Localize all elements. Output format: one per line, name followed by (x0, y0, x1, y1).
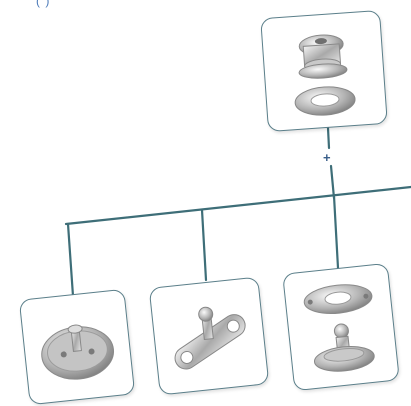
socket-and-screw-stud-icon (283, 264, 399, 390)
oblong-plate-stud-icon (150, 278, 268, 395)
bottom-part-card-1 (19, 289, 135, 405)
bottom-part-card-2 (149, 277, 270, 396)
round-base-stud-icon (20, 290, 134, 404)
top-stem-line (328, 128, 329, 148)
drop-line-right (334, 196, 338, 268)
drop-line-middle (202, 210, 206, 280)
horizontal-bus-line (66, 187, 411, 224)
top-part-card (260, 10, 388, 132)
snap-fastener-cap-and-socket-icon (261, 11, 387, 131)
center-stem-line (331, 166, 334, 198)
plus-symbol: + (323, 150, 331, 165)
drop-line-left (68, 224, 73, 296)
bottom-part-card-3 (282, 263, 400, 391)
